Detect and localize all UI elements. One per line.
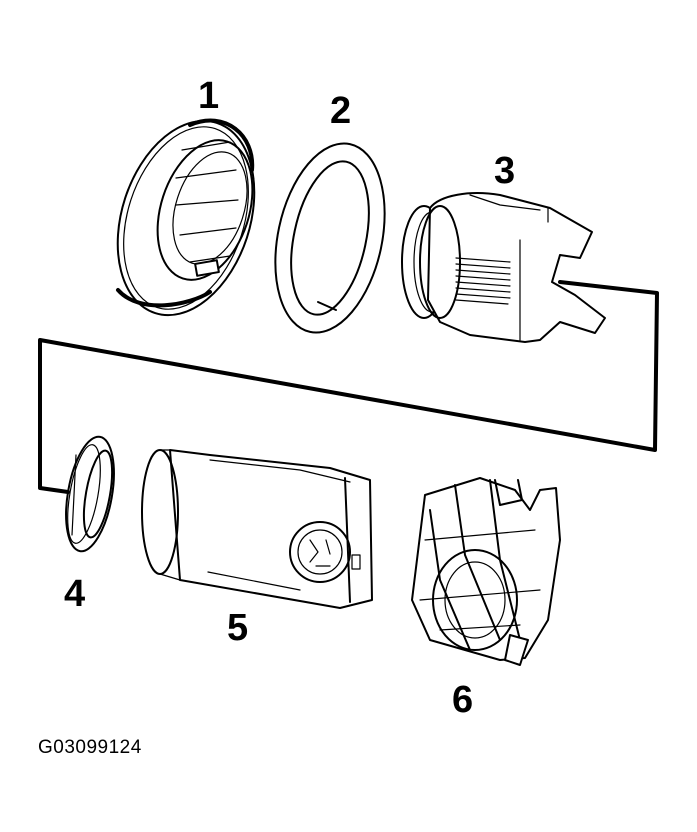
callout-2: 2 <box>330 90 351 132</box>
callout-1: 1 <box>198 75 219 117</box>
part-5-socket-body <box>141 449 373 609</box>
callout-4: 4 <box>64 573 85 615</box>
part-1-bezel-ring <box>116 118 256 317</box>
callout-5: 5 <box>227 607 248 649</box>
part-2-seal-ring <box>274 142 386 334</box>
callout-3: 3 <box>494 150 515 192</box>
figure-code: G03099124 <box>38 737 142 758</box>
assembly-connector-line <box>38 280 659 494</box>
callout-6: 6 <box>452 679 473 721</box>
part-3-housing <box>401 192 606 343</box>
part-6-bulb-holder <box>411 477 561 666</box>
part-4-gasket <box>65 435 115 553</box>
